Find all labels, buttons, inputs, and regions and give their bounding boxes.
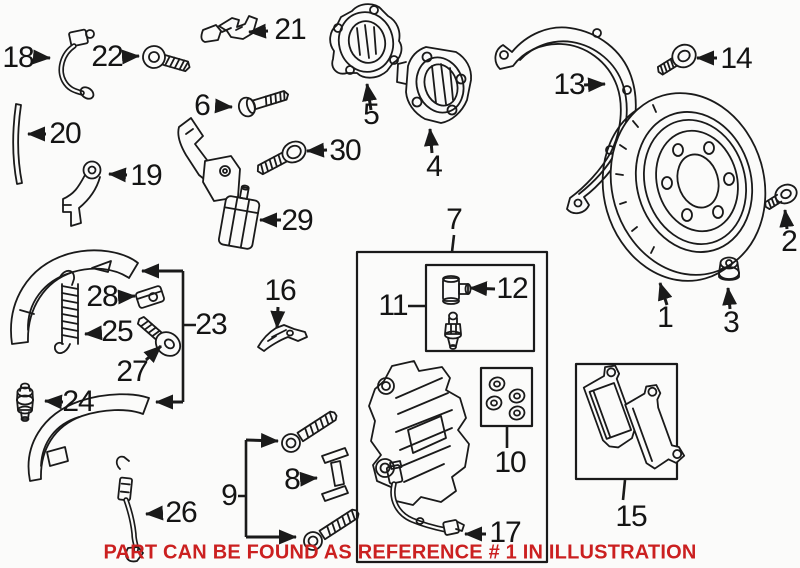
callout-5: 5 [363, 98, 380, 131]
seal-washer-kit-drawing [485, 376, 526, 421]
callout-26: 26 [165, 496, 197, 529]
callout-24: 24 [62, 385, 94, 418]
callout-20: 20 [49, 117, 81, 150]
callout-8: 8 [284, 463, 301, 496]
callout-21: 21 [274, 13, 306, 46]
shim-strip-drawing [12, 103, 23, 185]
socket-bolt-drawing [142, 45, 191, 73]
bleeder-fitting-drawing [442, 275, 472, 305]
parking-shoe-lower-drawing [27, 393, 150, 482]
shoe-hold-down-pin-drawing [136, 316, 182, 357]
callout-28: 28 [86, 280, 118, 313]
callout-14: 14 [720, 42, 752, 75]
return-spring-drawing [53, 269, 79, 355]
brake-rotor-drawing [601, 92, 767, 282]
bleeder-valve-drawing [16, 382, 34, 422]
parking-shoe-upper-drawing [10, 249, 139, 345]
pad-retaining-clip-drawing [321, 447, 349, 502]
callout-22: 22 [91, 40, 123, 73]
brake-hose-drawing [58, 28, 95, 100]
callout-4: 4 [426, 150, 443, 183]
callout-18: 18 [2, 41, 34, 74]
seal-washer-kit-box [479, 366, 534, 428]
callout-1: 1 [657, 301, 674, 334]
bleeder-kit-box [424, 263, 536, 353]
rotor-set-screw-drawing [764, 183, 798, 210]
callout-25: 25 [101, 315, 133, 348]
actuating-lever-drawing [257, 324, 308, 352]
callout-10: 10 [494, 446, 526, 479]
callout-19: 19 [130, 159, 162, 192]
brake-pad-right-drawing [624, 384, 686, 470]
bleeder-screw-drawing [444, 311, 462, 350]
bearing-flange-drawing [396, 46, 472, 124]
flange-nut-drawing [718, 256, 740, 281]
callout-11: 11 [378, 289, 408, 322]
parking-brake-cable-drawing [115, 455, 144, 563]
callout-9: 9 [221, 479, 238, 512]
callout-12: 12 [496, 272, 528, 305]
hub-bolt-drawing [237, 90, 290, 118]
callout-29: 29 [281, 204, 313, 237]
wheel-hub-drawing [329, 3, 403, 79]
retaining-clip-drawing [200, 15, 258, 43]
callout-13: 13 [553, 68, 585, 101]
callout-23: 23 [195, 308, 227, 341]
callout-3: 3 [723, 306, 740, 339]
callout-6: 6 [194, 89, 211, 122]
callout-7: 7 [446, 203, 463, 236]
reference-note: PART CAN BE FOUND AS REFERENCE # 1 IN IL… [103, 541, 697, 564]
shield-screw-drawing [656, 43, 697, 76]
hose-bracket-drawing [62, 160, 102, 227]
brake-pad-set-box [574, 362, 679, 481]
shoe-adjuster-drawing [135, 285, 165, 309]
callout-16: 16 [264, 274, 296, 307]
callout-15: 15 [615, 500, 647, 533]
guide-bolt-upper-drawing [277, 405, 342, 457]
callout-30: 30 [329, 134, 361, 167]
callout-arrows [27, 23, 795, 545]
callout-2: 2 [781, 225, 798, 258]
parking-brake-actuator-drawing [177, 117, 261, 250]
callout-17: 17 [489, 516, 521, 549]
callout-27: 27 [116, 355, 148, 388]
brake-caliper-drawing [368, 360, 470, 506]
callout-leader-lines [181, 234, 627, 537]
wear-sensor-drawing [385, 460, 465, 536]
actuator-bolt-drawing [256, 140, 307, 176]
